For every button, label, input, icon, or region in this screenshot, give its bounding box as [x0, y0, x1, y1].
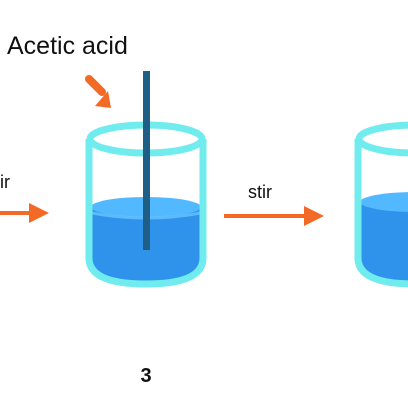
- right-arrow-icon: [304, 206, 324, 226]
- step-number: 3: [140, 365, 151, 387]
- left-stir-label: ir: [0, 172, 10, 192]
- center-beaker: [85, 71, 207, 288]
- acetic-acid-label: Acetic acid: [7, 32, 128, 60]
- stirring-rod-icon: [143, 71, 150, 250]
- left-process-arrow: [0, 203, 49, 223]
- right-arrow-icon: [29, 203, 49, 223]
- middle-process-arrow: [224, 206, 324, 226]
- reagent-pointer-arrow-icon: [85, 75, 111, 108]
- middle-stir-label: stir: [248, 182, 272, 202]
- right-beaker: [354, 121, 408, 288]
